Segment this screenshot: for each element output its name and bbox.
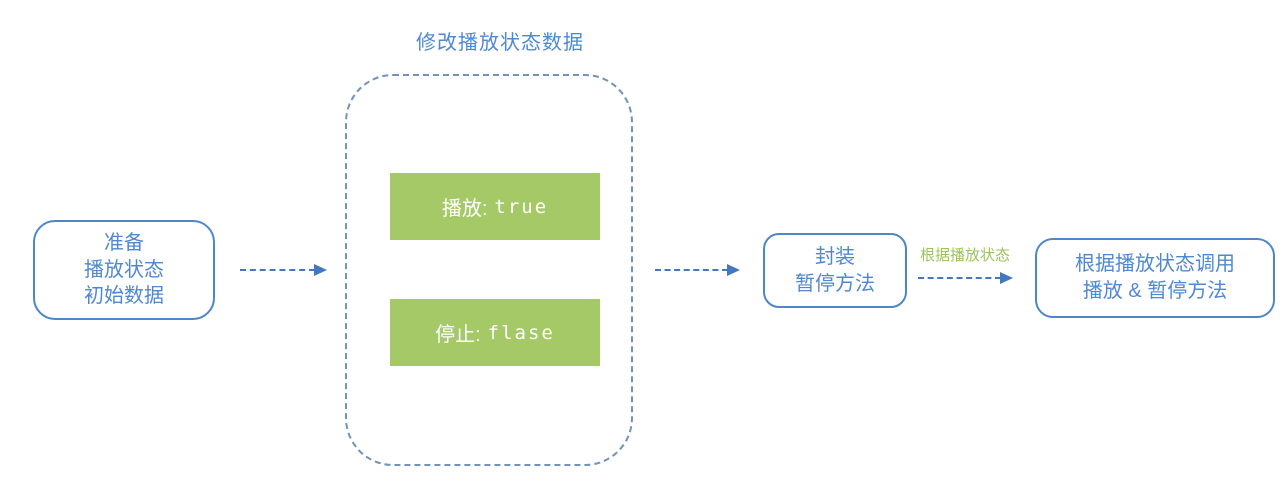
call-methods-node: 根据播放状态调用 播放 & 暂停方法: [1035, 238, 1275, 318]
flow-condition-label: 根据播放状态: [919, 247, 1010, 264]
arrow-prepare-to-container: [240, 264, 327, 276]
wrap-pause-method-node: 封装 暂停方法: [763, 233, 907, 308]
arrow-dashed-line: [655, 269, 728, 271]
arrow-head-icon: [314, 264, 327, 276]
prepare-node-line-1: 准备: [104, 232, 144, 255]
call-node-line-2: 播放 & 暂停方法: [1082, 280, 1228, 302]
prepare-initial-data-node: 准备 播放状态 初始数据: [33, 220, 215, 320]
call-node-line-1: 根据播放状态调用: [1075, 253, 1235, 276]
state-box-play-value: true: [494, 195, 549, 218]
state-box-stop-label: 停止:: [435, 324, 481, 346]
state-data-dashed-container: [345, 74, 633, 466]
arrow-wrap-to-call: [918, 272, 1013, 284]
arrow-head-icon: [1000, 272, 1013, 284]
arrow-dashed-line: [240, 269, 315, 271]
wrap-node-line-2: 暂停方法: [795, 272, 875, 295]
state-container-title: 修改播放状态数据: [416, 32, 584, 54]
wrap-node-line-1: 封装: [815, 245, 855, 268]
state-box-stop: 停止: flase: [390, 299, 600, 366]
arrow-container-to-wrap: [655, 264, 740, 276]
prepare-node-line-3: 初始数据: [84, 285, 164, 308]
arrow-head-icon: [727, 264, 740, 276]
arrow-dashed-line: [918, 277, 1001, 279]
state-box-play-label: 播放:: [441, 198, 488, 220]
state-box-play: 播放: true: [390, 173, 600, 240]
state-box-stop-value: flase: [487, 321, 555, 344]
prepare-node-line-2: 播放状态: [84, 258, 164, 281]
